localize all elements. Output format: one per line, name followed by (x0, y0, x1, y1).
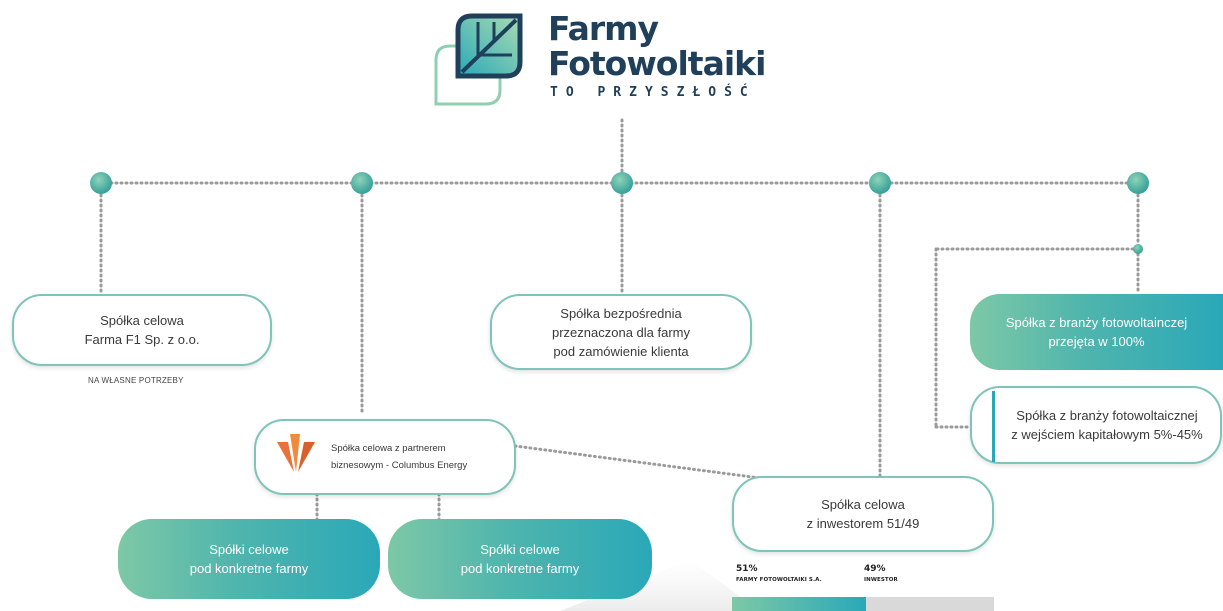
leaf-logo-icon (434, 13, 523, 106)
node-farma-f1: Spółka celowa Farma F1 Sp. z o.o. (12, 294, 272, 366)
node-investor-company: Spółka celowa z inwestorem 51/49 (732, 476, 994, 552)
node-partner-company (254, 419, 516, 495)
columbus-energy-logo-icon (277, 434, 315, 472)
node-equity-company: Spółka z branży fotowoltaicznej z wejści… (970, 386, 1222, 464)
share-label-farmy: FARMY FOTOWOLTAIKI S.A. (736, 577, 822, 583)
node-farm-companies-a-label: Spółki celowe pod konkretne farmy (189, 542, 309, 576)
share-percent-investor: 49% (864, 564, 886, 574)
node-investor-company-label: Spółka celowa z inwestorem 51/49 (806, 497, 920, 531)
node-direct-company: Spółka bezpośrednia przeznaczona dla far… (490, 294, 752, 370)
own-needs-note: NA WŁASNE POTRZEBY (88, 376, 184, 385)
equity-accent-bar (992, 391, 995, 462)
share-percent-farmy: 51% (736, 564, 758, 574)
node-farma-f1-label: Spółka celowa Farma F1 Sp. z o.o. (84, 313, 200, 347)
node-direct-company-label: Spółka bezpośrednia przeznaczona dla far… (551, 305, 690, 359)
node-farm-companies-b: Spółki celowe pod konkretne farmy (388, 519, 652, 599)
brand-name-line2: Fotowoltaiki (548, 44, 766, 83)
node-farm-companies-a: Spółki celowe pod konkretne farmy (118, 519, 380, 599)
node-equity-company-label: Spółka z branży fotowoltaicznej z wejści… (1011, 408, 1203, 442)
share-bar-farmy (732, 597, 866, 611)
share-label-investor: INWESTOR (864, 577, 898, 583)
node-farm-companies-b-label: Spółki celowe pod konkretne farmy (460, 542, 580, 576)
node-acquired-company: Spółka z branży fotowoltainczej przejęta… (970, 294, 1223, 370)
node-dots (90, 172, 1149, 254)
brand-logo: Farmy Fotowoltaiki TO PRZYSZŁOŚĆ (548, 9, 766, 101)
share-bar-investor (866, 597, 994, 611)
node-partner-company-label: Spółka celowa z partnerem biznesowym - C… (331, 443, 468, 471)
brand-tagline: TO PRZYSZŁOŚĆ (550, 85, 756, 100)
brand-name-line1: Farmy (548, 9, 659, 48)
node-acquired-company-label: Spółka z branży fotowoltainczej przejęta… (1005, 315, 1188, 349)
